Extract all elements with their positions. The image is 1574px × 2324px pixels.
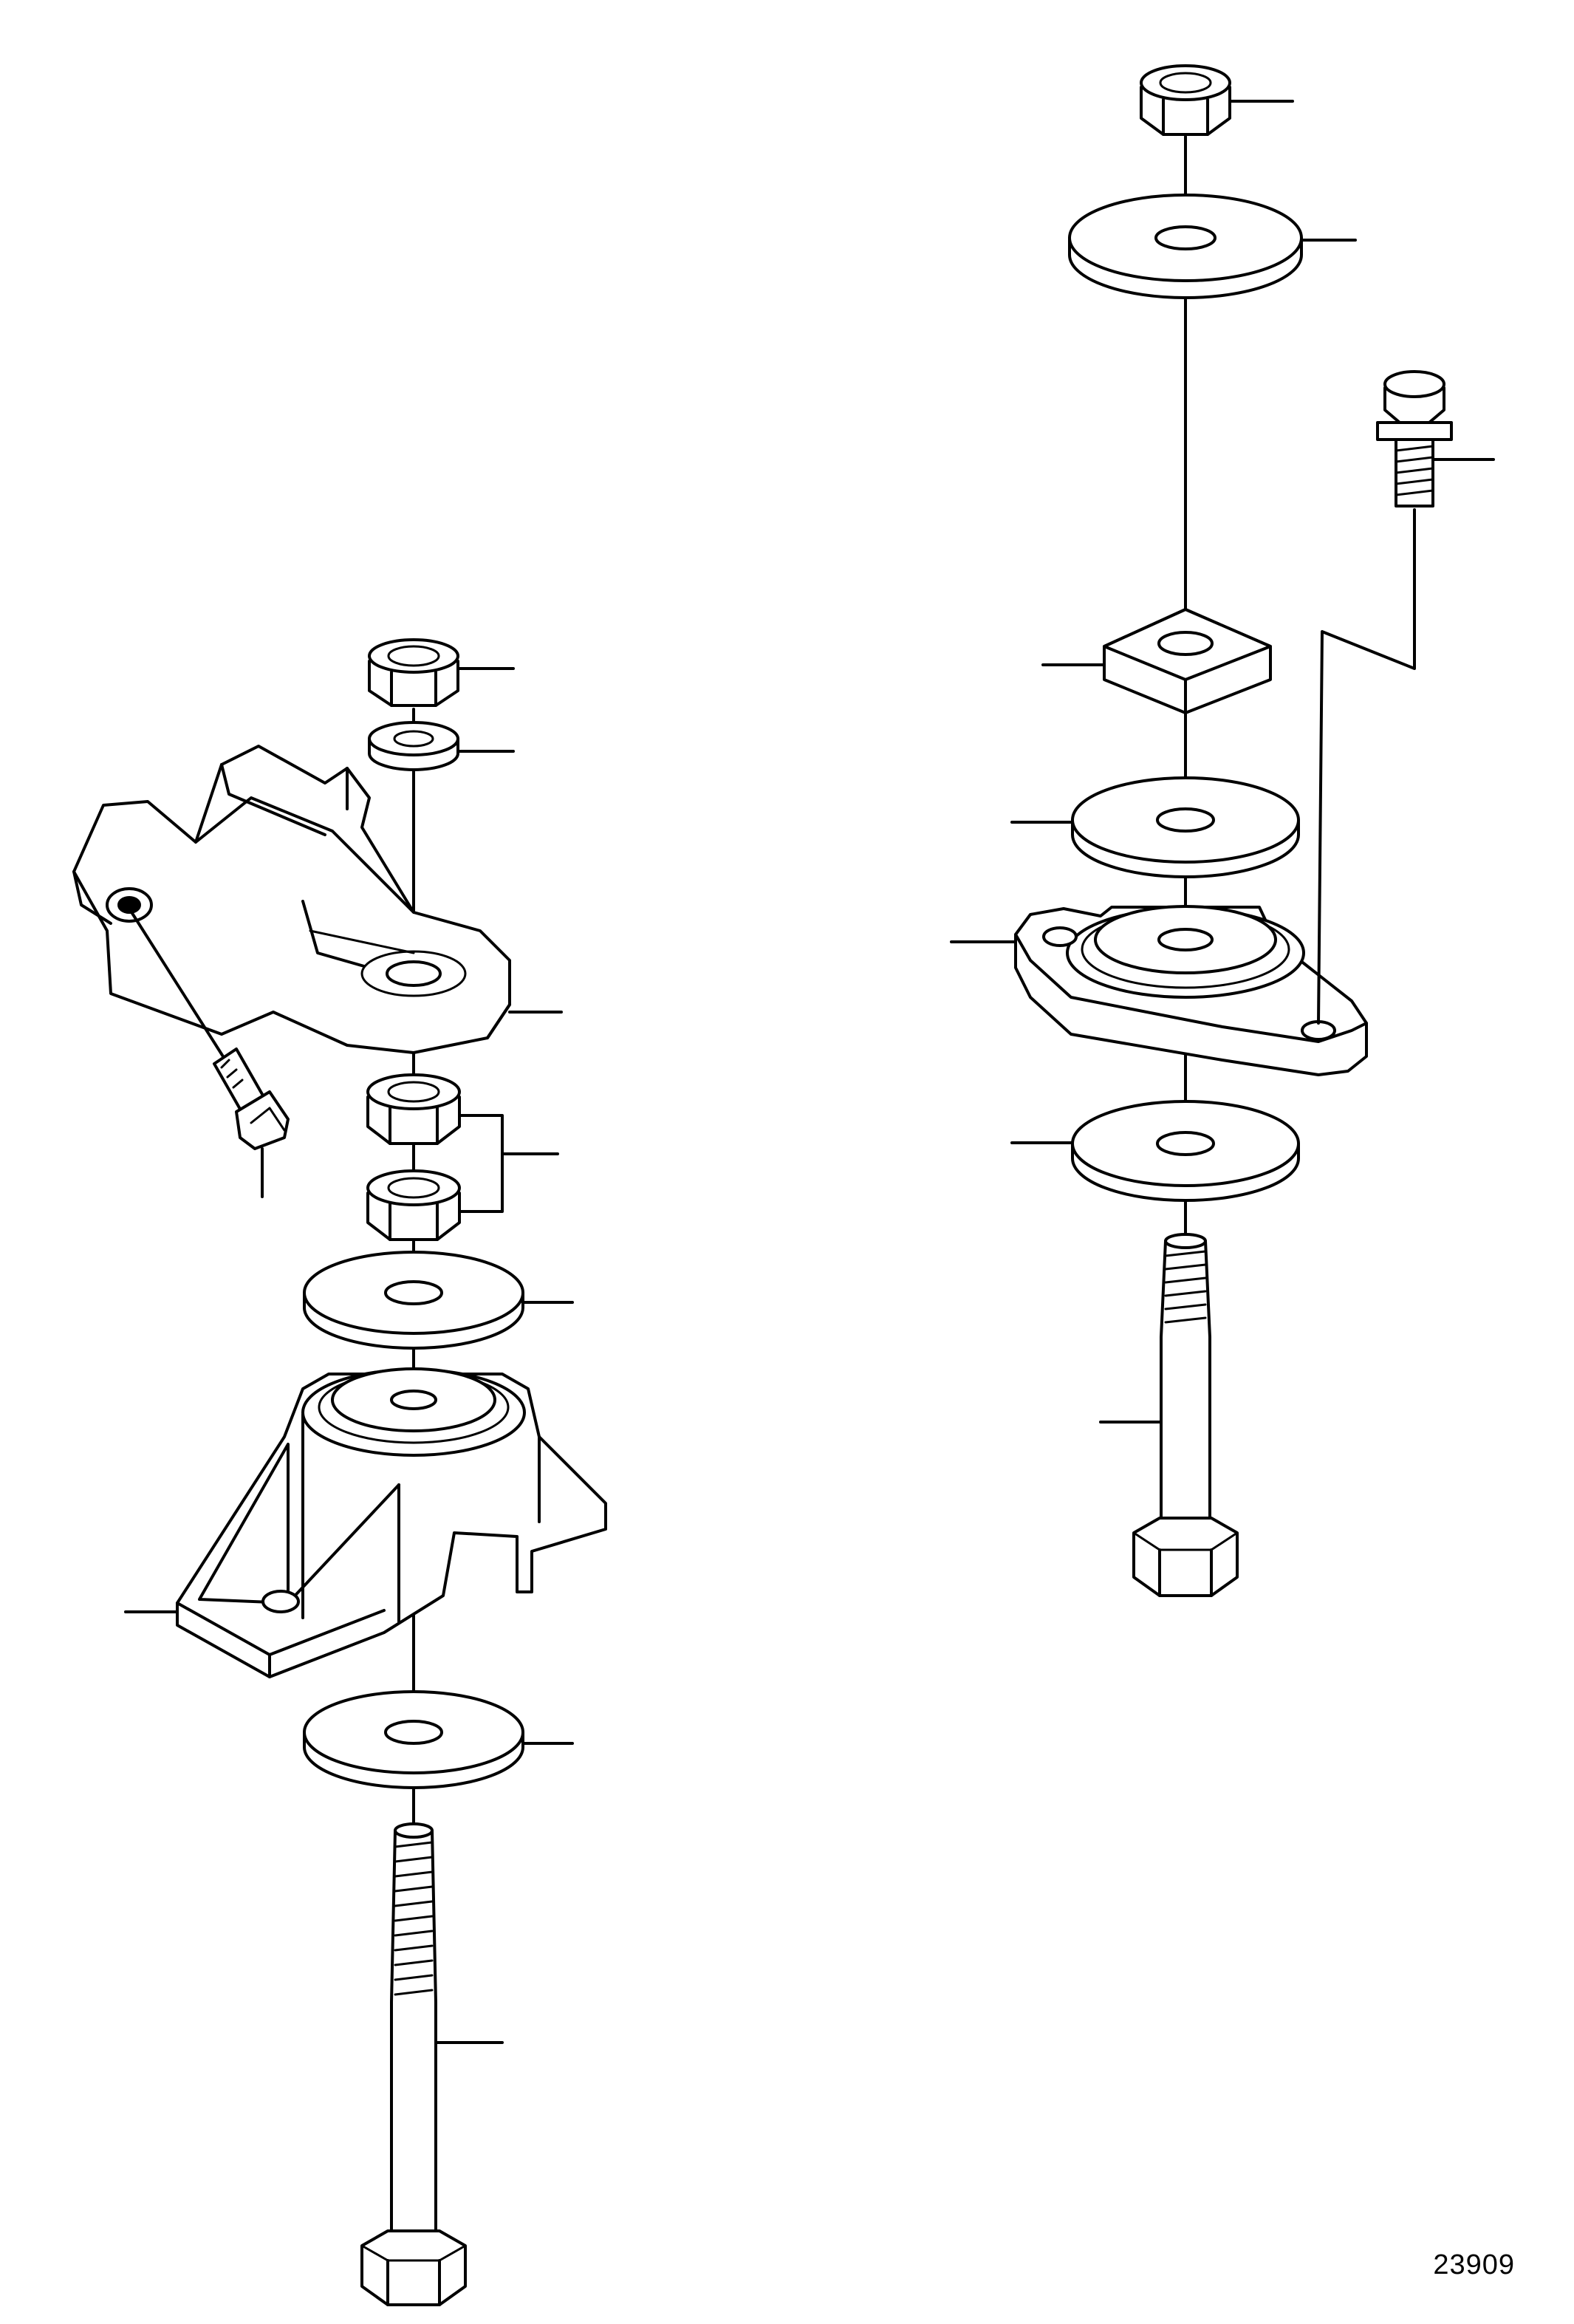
long-through-bolt xyxy=(360,1822,467,2306)
top-lock-nut-right xyxy=(1140,64,1231,136)
adjusting-nut-lower xyxy=(366,1169,461,1241)
flange-rubber-mount xyxy=(1014,905,1368,1076)
right-engine-mount-assembly xyxy=(950,64,1495,1597)
bracket-side-bolt xyxy=(213,1047,290,1150)
top-lock-nut xyxy=(368,638,459,707)
adjusting-nut-upper xyxy=(366,1073,461,1145)
top-large-washer-right xyxy=(1068,194,1303,299)
lower-large-washer xyxy=(303,1690,524,1789)
engine-bracket xyxy=(72,745,511,1054)
long-through-bolt-right xyxy=(1132,1233,1239,1597)
square-spacer xyxy=(1103,608,1272,714)
upper-large-washer xyxy=(303,1251,524,1350)
rubber-engine-mount xyxy=(176,1367,607,1678)
spring-washer xyxy=(368,721,459,771)
lower-washer-right xyxy=(1071,1100,1300,1202)
figure-number: 23909 xyxy=(1433,2249,1515,2280)
middle-washer-right xyxy=(1071,776,1300,878)
left-engine-mount-assembly xyxy=(72,638,607,2306)
flange-bolt-axis xyxy=(1317,508,1416,1025)
callout-leader-adjusting-nuts xyxy=(458,1114,559,1213)
flange-bolt xyxy=(1376,370,1453,507)
